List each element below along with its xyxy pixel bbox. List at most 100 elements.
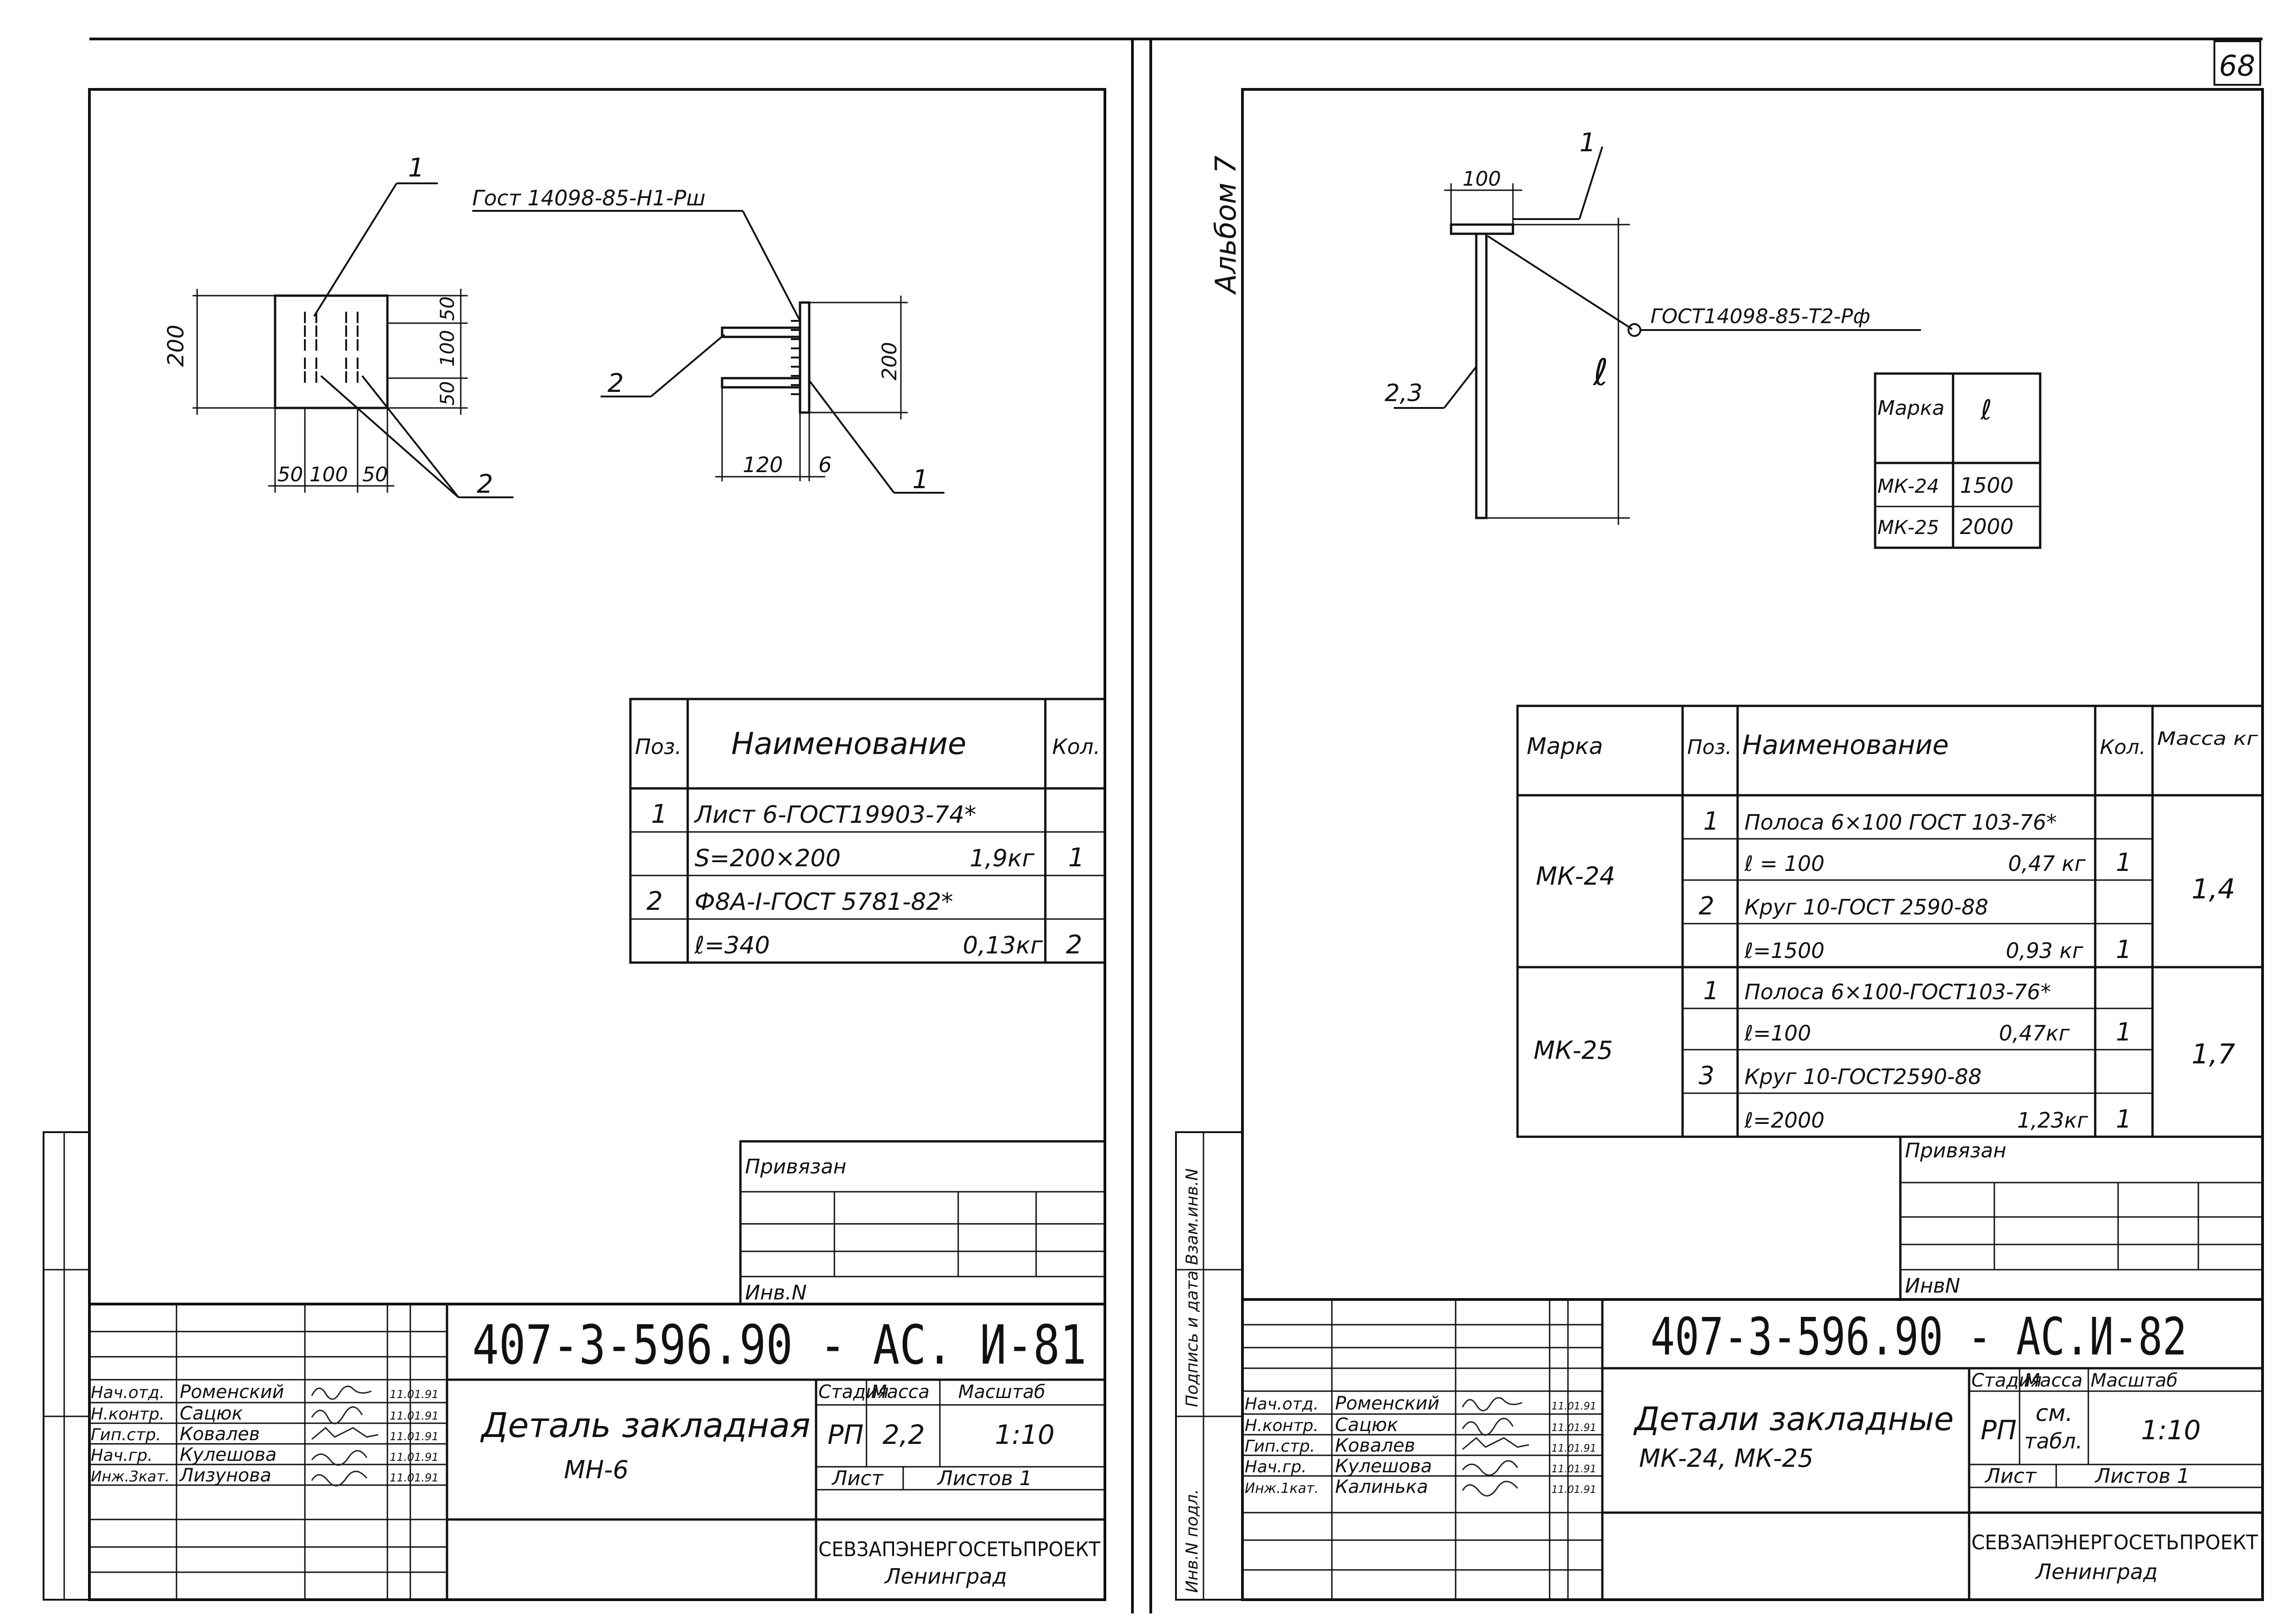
spec2-g2-r3-name: Круг 10-ГОСТ2590-88: [1744, 1064, 1981, 1089]
ltable-r1-mark: МК-24: [1877, 475, 1939, 497]
dim-top-50: 50: [436, 297, 458, 321]
org-name-2: СЕВЗАПЭНЕРГОСЕТЬПРОЕКТ: [1971, 1531, 2258, 1554]
signer-4-date-1: 11.01.91: [390, 1451, 439, 1464]
spec1-r4-mass: 0,13кг: [963, 932, 1043, 959]
privyazan-label-1: Привязан: [745, 1155, 846, 1178]
masshtab-label-2: Масштаб: [2091, 1370, 2178, 1391]
signer-4-name-1: Кулешова: [180, 1444, 276, 1465]
list-label-1: Лист: [831, 1467, 884, 1490]
side-stamp-vzam: Взам.инв.N: [1183, 1168, 1202, 1265]
signer-1-name-1: Роменский: [180, 1382, 284, 1403]
signer-1-date-2: 11.01.91: [1551, 1401, 1596, 1412]
dim-bottom-50: 50: [436, 381, 458, 406]
spec2-g2-r3-pos: 3: [1699, 1061, 1714, 1090]
org-name-1: СЕВЗАПЭНЕРГОСЕТЬПРОЕКТ: [818, 1538, 1100, 1561]
ltable-r2-mark: МК-25: [1877, 516, 1939, 539]
org-city-1: Ленинград: [884, 1564, 1007, 1589]
spec2-g2-r1-pos: 1: [1703, 976, 1719, 1005]
privyazan-label-2: Привязан: [1905, 1139, 2006, 1162]
spec1-r4-name: ℓ=340: [694, 932, 770, 959]
inv-label-2: ИнвN: [1905, 1274, 1960, 1298]
ltable-header-l: ℓ: [1980, 394, 1992, 426]
dim-right-50: 50: [362, 463, 388, 486]
signer-3-date-1: 11.01.91: [390, 1430, 439, 1443]
spec1-r2-mass: 1,9кг: [970, 845, 1035, 872]
signer-2-date-1: 11.01.91: [390, 1409, 439, 1422]
signer-4-role-1: Нач.гр.: [91, 1446, 153, 1465]
signer-5-role-1: Инж.3кат.: [91, 1468, 170, 1485]
signer-2-name-1: Сацюк: [180, 1403, 243, 1424]
embedded-rod-view: [1394, 146, 1921, 525]
side-stamp-podpis: Подпись и дата: [1183, 1271, 1202, 1407]
signer-5-name-1: Лизунова: [179, 1465, 271, 1486]
masshtab-label-1: Масштаб: [958, 1382, 1045, 1403]
signer-5-date-1: 11.01.91: [390, 1471, 439, 1484]
signer-5-date-2: 11.01.91: [1551, 1484, 1596, 1496]
spec-table-2: [1516, 705, 2264, 1138]
listov-label-1: Листов 1: [937, 1467, 1032, 1490]
inv-label-1: Инв.N: [745, 1281, 807, 1305]
spec2-g1-mark: МК-24: [1536, 862, 1615, 891]
spec2-header-name: Наименование: [1742, 729, 1949, 760]
dim-l-rod: ℓ: [1592, 351, 1608, 394]
stadiya-value-1: РП: [828, 1419, 864, 1450]
signer-4-name-2: Кулешова: [1335, 1456, 1432, 1477]
masshtab-value-1: 1:10: [995, 1419, 1054, 1450]
signer-1-name-2: Роменский: [1335, 1393, 1440, 1414]
callout-leaders-front: [313, 182, 513, 498]
dim-100-rod: 100: [1463, 167, 1501, 191]
bar-end-marks: [304, 312, 359, 383]
massa-value-1: 2,2: [883, 1419, 925, 1450]
ltable-r2-l: 2000: [1960, 514, 2014, 539]
sheet-2: Альбом 7 Взам.инв.N Подпись и дата Инв.N…: [1175, 88, 2264, 1601]
dim-left-50: 50: [277, 463, 303, 486]
signer-2-date-2: 11.01.91: [1551, 1422, 1596, 1434]
massa-label-1: Масса: [871, 1382, 930, 1403]
weld-note-rod: ГОСТ14098-85-Т2-Рф: [1650, 305, 1870, 328]
massa-value-2b: табл.: [2024, 1429, 2082, 1453]
signer-2-role-1: Н.контр.: [91, 1405, 165, 1424]
side-stamp-inv: Инв.N подл.: [1183, 1489, 1202, 1593]
doc-code-2: 407-3-596.90 - АС.И-82: [1650, 1307, 2187, 1367]
signatures-1: [311, 1385, 379, 1486]
spec2-g1-r3-pos: 2: [1699, 892, 1714, 920]
list-label-2: Лист: [1984, 1464, 2037, 1488]
spec1-header-qty: Кол.: [1052, 734, 1100, 759]
drawing-subtitle-2: МК-24, МК-25: [1639, 1444, 1814, 1473]
signer-5-name-2: Калинька: [1335, 1476, 1428, 1497]
spec1-r2-qty: 1: [1068, 843, 1085, 873]
stadiya-label-1: Стадия: [818, 1382, 889, 1403]
title-block-1: [88, 1303, 1106, 1601]
drawing-title-1: Деталь закладная: [480, 1406, 811, 1445]
signer-3-role-2: Гип.стр.: [1245, 1437, 1315, 1456]
stadiya-value-2: РП: [1981, 1415, 2017, 1446]
sheet-1: 200 50 100 50 50 100 50 1 2: [43, 88, 1106, 1601]
drawing-title-2: Детали закладные: [1633, 1400, 1954, 1438]
signer-1-role-1: Нач.отд.: [91, 1383, 165, 1402]
page-number: 68: [2219, 49, 2255, 83]
callout-1-rod: 1: [1579, 128, 1596, 158]
spec2-header-mass: Масса кг: [2157, 728, 2258, 749]
massa-value-2: см.: [2036, 1400, 2073, 1426]
org-city-2: Ленинград: [2035, 1559, 2158, 1584]
signer-1-role-2: Нач.отд.: [1245, 1395, 1319, 1414]
title-block-2: [1241, 1298, 2264, 1601]
length-table: [1874, 372, 2042, 549]
spec1-r3-name: Ф8А-I-ГОСТ 5781-82*: [695, 888, 953, 916]
spec2-g2-total: 1,7: [2191, 1038, 2235, 1070]
dim-center-100: 100: [309, 463, 348, 486]
spec2-g2-r2-mass: 0,47кг: [1999, 1021, 2070, 1046]
spec2-g1-total: 1,4: [2191, 873, 2235, 905]
signatures-2: [1462, 1397, 1529, 1497]
callout-23-rod: 2,3: [1385, 380, 1423, 407]
masshtab-value-2: 1:10: [2141, 1415, 2201, 1446]
spec2-g1-r1-name: Полоса 6×100 ГОСТ 103-76*: [1744, 810, 2057, 835]
spec2-g2-r1-name: Полоса 6×100-ГОСТ103-76*: [1744, 980, 2051, 1004]
dim-120: 120: [743, 452, 783, 477]
spec2-g2-r4-mass: 1,23кг: [2017, 1108, 2088, 1133]
spec1-r2-name: S=200×200: [695, 845, 841, 872]
listov-label-2: Листов 1: [2094, 1464, 2190, 1488]
spec2-header-pos: Поз.: [1687, 736, 1732, 759]
spec2-g2-r2-name: ℓ=100: [1744, 1021, 1811, 1046]
